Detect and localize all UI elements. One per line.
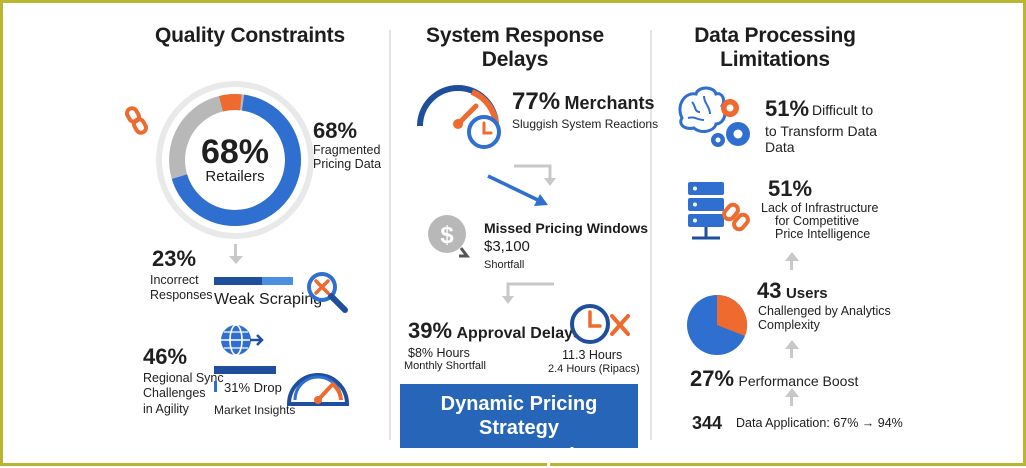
transform-line3: Data	[765, 139, 795, 155]
quality-constraints-title: Quality Constraints	[155, 24, 345, 47]
approval-label: Approval Delays	[456, 325, 582, 342]
banner-line2: USA UK Spain	[451, 445, 587, 467]
users-heading: 43 Users	[757, 278, 828, 304]
column-divider-left	[389, 30, 391, 440]
up-arrow-3-head	[785, 388, 799, 397]
up-arrow-1-line	[790, 260, 793, 270]
incorrect-percent: 23%	[152, 246, 197, 271]
fragmented-line1: Fragmented	[313, 143, 381, 157]
hours-right-sub: 2.4 Hours (Ripacs)	[548, 363, 640, 375]
infrastructure-line1: Lack of Infrastructure	[761, 201, 879, 215]
drop-label: 31% Drop	[224, 380, 282, 395]
transform-percent: 51%	[765, 96, 810, 121]
connector-arrow-mid	[502, 282, 554, 304]
fragmented-line2: Pricing Data	[313, 157, 382, 171]
column-divider-right	[650, 30, 652, 440]
donut-label: Retailers	[205, 168, 265, 185]
connector-arrows-top	[487, 164, 556, 206]
transform-line2: to Transform Data	[765, 123, 878, 139]
infrastructure-line3: Price Intelligence	[775, 227, 871, 241]
approval-heading: 39% Approval Delays	[408, 318, 582, 344]
infrastructure-line2: for Competitive	[775, 214, 860, 228]
up-arrow-2-line	[790, 348, 793, 358]
boost-percent: 27%	[690, 366, 735, 391]
system-response-title: System Response Delays	[426, 24, 604, 71]
market-insights-label: Market Insights	[214, 403, 296, 417]
monthly-shortfall: Monthly Shortfall	[404, 360, 486, 372]
approval-percent: 39%	[408, 318, 453, 343]
users-label: Users	[785, 285, 828, 302]
dynamic-pricing-banner: Dynamic Pricing Strategy USA UK Spain	[400, 384, 638, 467]
weak-scraping-bar-light	[262, 277, 293, 285]
down-arrow-line	[234, 244, 237, 258]
hours-right: 11.3 Hours	[562, 348, 623, 362]
missed-title: Missed Pricing Windows	[484, 220, 649, 236]
magnifier-x-icon	[307, 272, 348, 313]
brain-gears-icon	[678, 86, 750, 147]
weak-scraping-bar-dark	[214, 277, 262, 285]
speedometer-icon	[286, 373, 350, 406]
regional-line2: Challenges	[143, 386, 206, 400]
up-arrow-1-head	[785, 252, 799, 261]
weak-scraping-label: Weak Scraping	[214, 291, 323, 308]
merchants-sub: Sluggish System Reactions	[512, 117, 659, 131]
users-count: 43	[757, 278, 782, 303]
boost-label: Performance Boost	[738, 373, 859, 389]
missed-amount: $3,100	[484, 238, 530, 255]
dollar-coin-icon: $	[428, 215, 470, 258]
globe-arrow-icon	[221, 324, 264, 356]
banner-line1: Dynamic Pricing Strategy	[440, 393, 598, 439]
data-processing-title-line1: Data Processing	[694, 24, 856, 47]
up-arrow-3-line	[790, 396, 793, 406]
transform-line1: Difficult to	[812, 102, 874, 118]
data-processing-title-line2: Limitations	[720, 48, 830, 71]
users-line1: Challenged by Analytics	[758, 304, 891, 318]
merchants-percent: 77%	[512, 88, 561, 115]
clock-x-icon	[570, 304, 630, 344]
regional-line1: Regional Sync	[143, 371, 224, 385]
missed-sub: Shortfall	[484, 259, 525, 271]
incorrect-line1: Incorrect	[150, 273, 199, 287]
regional-line3: in Agility	[143, 402, 189, 416]
retailers-donut-chart	[156, 81, 314, 239]
boost-heading: 27% Performance Boost	[690, 366, 858, 392]
drop-bar-tick	[214, 381, 217, 392]
merchants-label: Merchants	[564, 93, 655, 113]
gauge-clock-icon	[417, 85, 501, 149]
fragmented-percent: 68%	[313, 118, 358, 143]
chain-link-icon	[125, 106, 148, 135]
app-label: Data Application: 67% → 94%	[736, 416, 903, 430]
pie-chart-icon	[687, 294, 748, 355]
regional-bar	[214, 366, 276, 374]
users-line2: Complexity	[758, 318, 820, 332]
app-count: 344	[692, 413, 723, 433]
merchants-heading: 77% Merchants	[512, 88, 655, 116]
donut-percent: 68%	[200, 133, 270, 171]
svg-text:$: $	[440, 222, 454, 249]
down-arrow-head	[229, 256, 243, 264]
hours-left: $8% Hours	[408, 346, 470, 360]
infrastructure-percent: 51%	[768, 176, 813, 201]
incorrect-line2: Responses	[150, 288, 213, 302]
server-link-icon	[688, 182, 750, 240]
regional-percent: 46%	[143, 344, 188, 369]
up-arrow-2-head	[785, 340, 799, 349]
